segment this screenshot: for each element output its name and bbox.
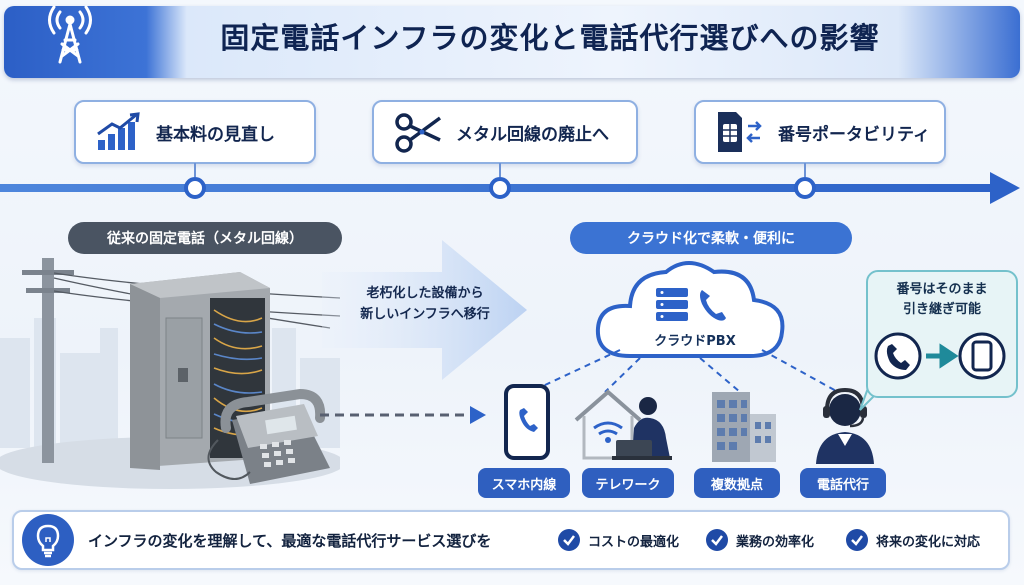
migration-line-1: 老朽化した設備から bbox=[366, 286, 484, 301]
telework-icon bbox=[574, 389, 672, 460]
cloud-pbx-icon bbox=[595, 261, 785, 358]
landline-handset-icon bbox=[874, 332, 922, 380]
timeline-stem bbox=[804, 163, 806, 177]
cloud-pbx-label: クラウドPBX bbox=[654, 334, 736, 349]
timeline-stem bbox=[194, 163, 196, 177]
title-banner bbox=[4, 6, 1020, 78]
check-icon bbox=[706, 529, 728, 551]
check-icon bbox=[558, 529, 580, 551]
check-label-cost: コストの最適化 bbox=[588, 534, 680, 550]
legacy-section-label: 従来の固定電話（メタル回線） bbox=[68, 222, 342, 254]
timeline-stem bbox=[499, 163, 501, 177]
phone-handset-icon bbox=[700, 290, 726, 321]
bubble-line-2: 引き継ぎ可能 bbox=[902, 302, 981, 317]
device-label-phone-agent: 電話代行 bbox=[800, 468, 886, 498]
check-item-future: 将来の変化に対応 bbox=[846, 526, 980, 554]
growth-chart-icon bbox=[97, 112, 140, 150]
check-label-future: 将来の変化に対応 bbox=[876, 534, 981, 550]
device-label-multi-site: 複数拠点 bbox=[694, 468, 780, 498]
timeline-card-2: メタル回線の廃止へ bbox=[372, 100, 638, 164]
timeline-card-3: 番号ポータビリティ bbox=[694, 100, 946, 164]
timeline-node bbox=[184, 177, 206, 199]
timeline-label-1: 基本料の見直し bbox=[156, 124, 275, 145]
timeline-card-1: 基本料の見直し bbox=[74, 100, 316, 164]
legacy-phone-scene bbox=[0, 258, 340, 489]
migration-arrow-icon bbox=[322, 240, 527, 380]
summary-message: インフラの変化を理解して、最適な電話代行サービス選びを bbox=[88, 531, 492, 550]
summary-bar bbox=[12, 510, 1010, 570]
cloud-device-connectors bbox=[529, 349, 839, 393]
check-icon bbox=[846, 529, 868, 551]
page-title: 固定電話インフラの変化と電話代行選びへの影響 bbox=[220, 21, 880, 55]
cloud-section-label: クラウド化で柔軟・便利に bbox=[570, 222, 852, 254]
bubble-text: 番号はそのまま 引き継ぎ可能 bbox=[866, 280, 1018, 320]
migration-text: 老朽化した設備から 新しいインフラへ移行 bbox=[340, 283, 510, 325]
device-label-telework: テレワーク bbox=[582, 468, 674, 498]
bubble-line-1: 番号はそのまま bbox=[896, 282, 988, 297]
antenna-tower-icon bbox=[48, 5, 92, 64]
device-label-smartphone: スマホ内線 bbox=[478, 468, 570, 498]
timeline-arrow-icon bbox=[990, 172, 1020, 204]
arrow-right-icon bbox=[926, 343, 959, 369]
timeline-label-2: メタル回線の廃止へ bbox=[456, 124, 609, 145]
migration-line-2: 新しいインフラへ移行 bbox=[360, 307, 490, 322]
check-item-cost: コストの最適化 bbox=[558, 526, 679, 554]
timeline-node bbox=[794, 177, 816, 199]
scissors-icon bbox=[395, 113, 442, 153]
mobile-phone-icon bbox=[958, 332, 1006, 380]
sim-card-swap-icon bbox=[718, 112, 762, 152]
lightbulb-icon bbox=[36, 524, 60, 558]
wifi-icon bbox=[593, 421, 623, 436]
lightbulb-badge bbox=[22, 514, 74, 566]
operator-headset-icon bbox=[816, 387, 874, 464]
check-item-efficiency: 業務の効率化 bbox=[706, 526, 814, 554]
legacy-to-cloud-connector bbox=[320, 406, 486, 424]
desk-phone-icon bbox=[207, 388, 330, 484]
timeline-node bbox=[489, 177, 511, 199]
smartphone-icon bbox=[504, 384, 550, 460]
server-icon bbox=[656, 288, 688, 321]
phone-transfer-graphic bbox=[874, 332, 1006, 380]
buildings-icon bbox=[712, 392, 776, 462]
check-label-efficiency: 業務の効率化 bbox=[736, 534, 815, 550]
timeline-label-3: 番号ポータビリティ bbox=[778, 124, 930, 145]
